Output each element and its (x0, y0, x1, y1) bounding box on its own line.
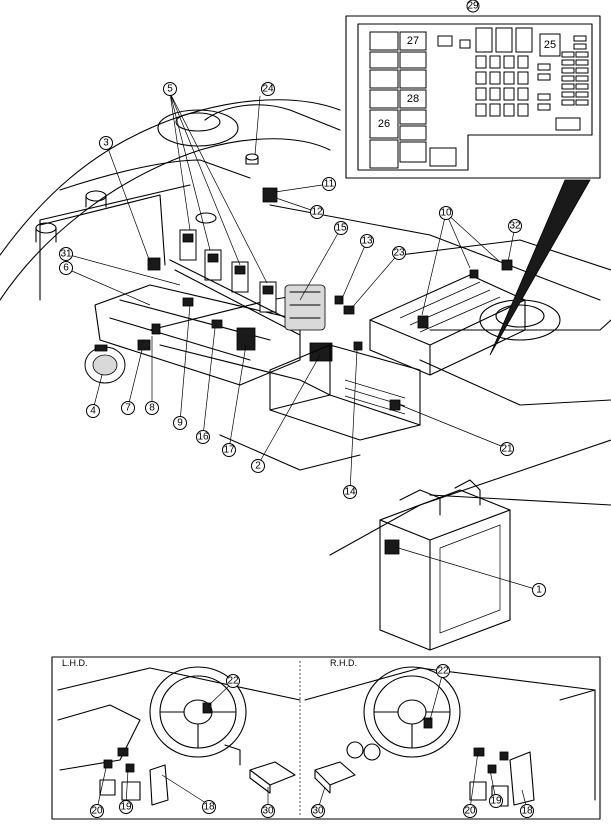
callout-31: 31 (60, 249, 72, 260)
callout-12: 12 (311, 207, 323, 218)
fuse-label-26: 26 (378, 118, 390, 130)
callout-4: 4 (90, 406, 96, 417)
callout-22-lhd: 22 (227, 676, 239, 687)
callout-24: 24 (262, 84, 274, 95)
callout-9: 9 (177, 418, 183, 429)
callout-8: 8 (149, 403, 155, 414)
callout-30-lhd: 30 (262, 806, 274, 817)
engine-assembly (84, 187, 363, 396)
fuse-label-25: 25 (544, 39, 556, 51)
lhd-dashboard (57, 666, 301, 806)
callout-19-lhd: 19 (120, 802, 132, 813)
callout-29: 29 (467, 1, 479, 12)
pcm-unit (379, 479, 511, 651)
callout-18-lhd: 18 (203, 802, 215, 813)
callout-markers: 1 2 3 4 5 6 7 8 9 10 11 12 13 14 15 16 1… (59, 0, 546, 818)
callout-13: 13 (361, 236, 373, 247)
callout-15: 15 (335, 223, 347, 234)
callout-10: 10 (440, 208, 452, 219)
callout-17: 17 (223, 445, 235, 456)
fuse-label-27: 27 (407, 35, 419, 47)
interior-inset-panel: L.H.D. R.H.D. (51, 656, 601, 820)
callout-14: 14 (344, 487, 356, 498)
fuse-slot (369, 31, 399, 51)
callout-21: 21 (501, 444, 513, 455)
rhd-label: R.H.D. (330, 658, 357, 668)
callout-20-rhd: 20 (464, 806, 476, 817)
fuse-label-28: 28 (407, 93, 419, 105)
callout-32: 32 (509, 221, 521, 232)
alternator (84, 344, 126, 384)
air-cleaner (269, 344, 421, 441)
callout-11: 11 (324, 179, 335, 190)
rhd-dashboard (304, 666, 596, 807)
callout-22-rhd: 22 (437, 666, 449, 677)
callout-30-rhd: 30 (312, 806, 324, 817)
callout-5: 5 (167, 84, 173, 95)
leader-lines (64, 92, 591, 590)
callout-1: 1 (536, 585, 542, 596)
callout-7: 7 (125, 403, 131, 414)
battery (369, 259, 526, 376)
lhd-label: L.H.D. (62, 658, 88, 668)
callout-6: 6 (63, 263, 69, 274)
callout-2: 2 (255, 461, 261, 472)
callout-19-rhd: 19 (490, 796, 502, 807)
callout-20-lhd: 20 (91, 806, 103, 817)
fuse-box-detail: 27 28 26 25 (345, 15, 601, 179)
callout-16: 16 (197, 432, 209, 443)
ignition-coils (169, 229, 301, 336)
callout-3: 3 (103, 138, 109, 149)
callout-23: 23 (393, 248, 405, 259)
callout-18-rhd: 18 (521, 806, 533, 817)
